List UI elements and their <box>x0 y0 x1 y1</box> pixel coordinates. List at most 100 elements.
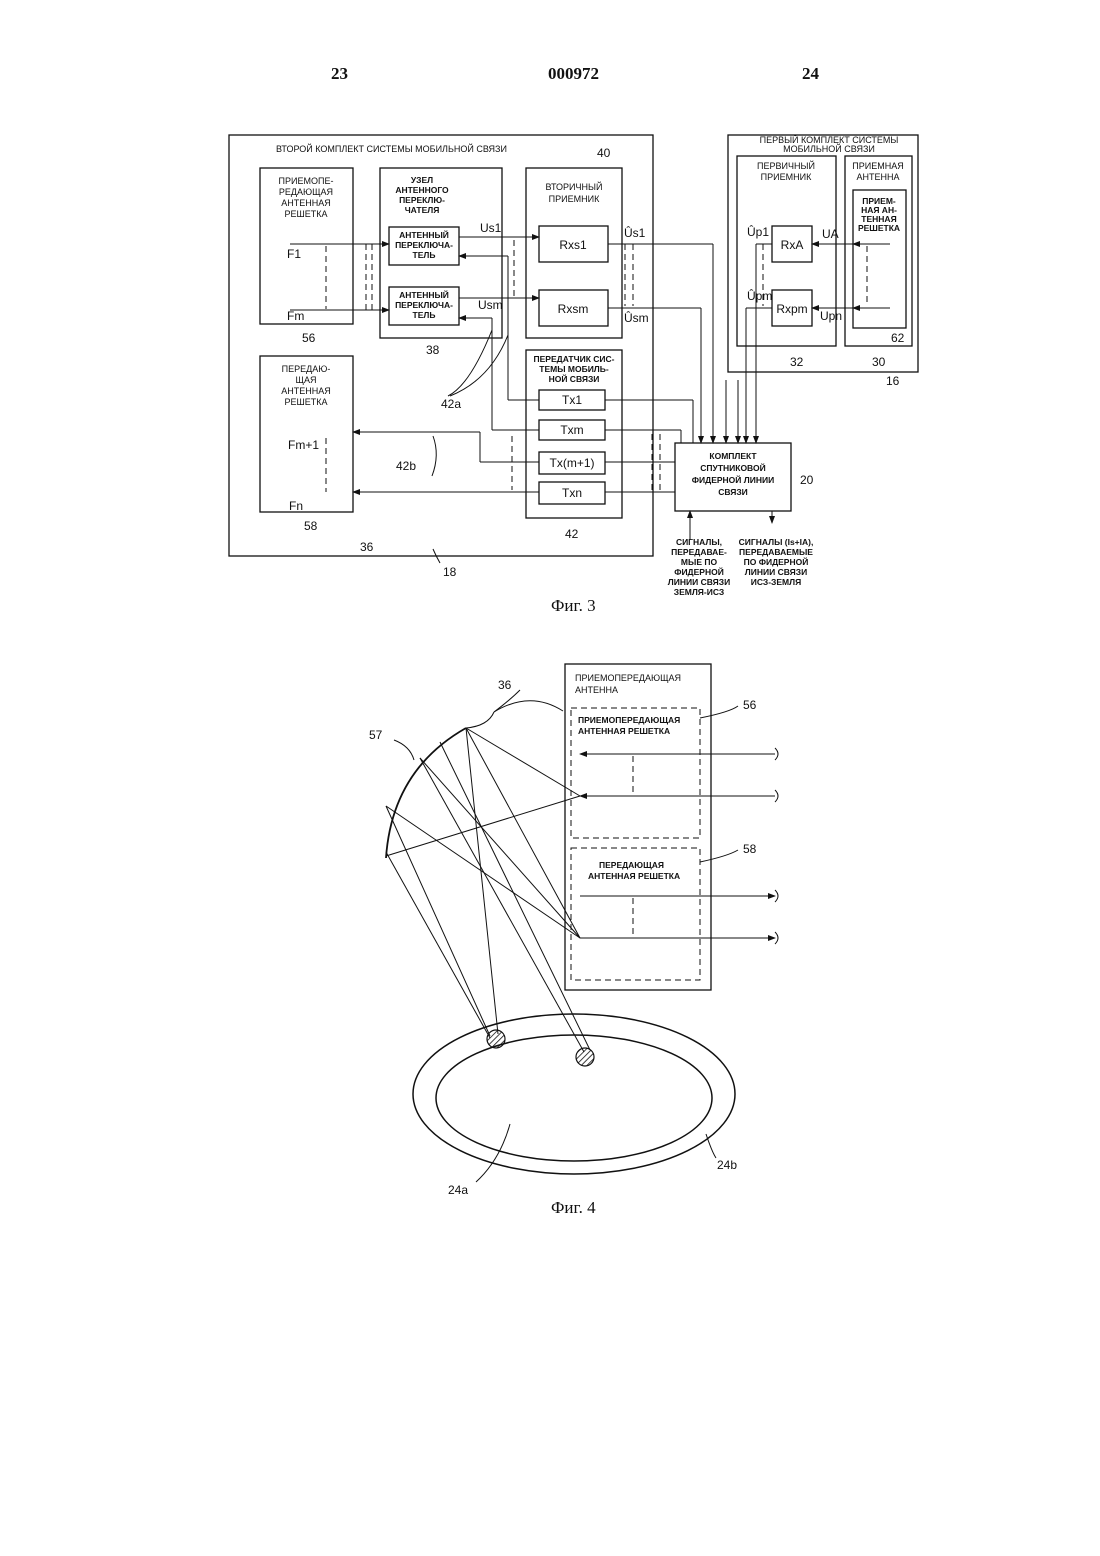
signal-fm: Fm <box>287 309 304 323</box>
transceive-array-label: ПРИЕМОПЕ- РЕДАЮЩАЯ АНТЕННАЯ РЕШЕТКА <box>279 176 334 219</box>
receive-antenna-box <box>845 156 912 346</box>
figure-3: ВТОРОЙ КОМПЛЕКТ СИСТЕМЫ МОБИЛЬНОЙ СВЯЗИ … <box>229 134 918 597</box>
svg-text:ПРИЕМОПЕРЕДАЮЩАЯ: ПРИЕМОПЕРЕДАЮЩАЯ <box>578 715 680 725</box>
svg-text:СИГНАЛЫ (Is+IA),: СИГНАЛЫ (Is+IA), <box>739 537 814 547</box>
svg-text:АНТЕННАЯ РЕШЕТКА: АНТЕННАЯ РЕШЕТКА <box>588 871 680 881</box>
beam-lines <box>386 728 590 1052</box>
svg-text:ЛИНИИ СВЯЗИ: ЛИНИИ СВЯЗИ <box>745 567 807 577</box>
svg-text:ПРИЕМНИК: ПРИЕМНИК <box>761 172 812 182</box>
svg-text:ПЕРЕДАВАЕМЫЕ: ПЕРЕДАВАЕМЫЕ <box>739 547 813 557</box>
beam-spot-1 <box>487 1030 505 1048</box>
fig3-caption: Фиг. 3 <box>551 596 596 616</box>
svg-text:ПРИЕМНИК: ПРИЕМНИК <box>549 194 600 204</box>
svg-text:Txn: Txn <box>562 486 582 500</box>
svg-text:ПЕРЕДАЮ-: ПЕРЕДАЮ- <box>282 364 331 374</box>
svg-text:РЕДАЮЩАЯ: РЕДАЮЩАЯ <box>279 187 333 197</box>
svg-text:ВТОРИЧНЫЙ: ВТОРИЧНЫЙ <box>546 181 603 192</box>
transceive-antenna-box <box>565 664 711 990</box>
svg-text:ФИДЕРНОЙ: ФИДЕРНОЙ <box>674 566 724 577</box>
signal-us1: Us1 <box>480 221 502 235</box>
svg-text:КОМПЛЕКТ: КОМПЛЕКТ <box>709 451 757 461</box>
svg-text:ТЕЛЬ: ТЕЛЬ <box>413 310 436 320</box>
svg-text:Rxpm: Rxpm <box>776 302 807 316</box>
signal-fn: Fn <box>289 499 303 513</box>
ref-42b: 42b <box>396 459 416 473</box>
signal-fm1: Fm+1 <box>288 438 319 452</box>
uplink-signals-note: СИГНАЛЫ, ПЕРЕДАВАЕ- МЫЕ ПО ФИДЕРНОЙ ЛИНИ… <box>668 537 730 597</box>
svg-text:ПРИЕМНАЯ: ПРИЕМНАЯ <box>852 161 903 171</box>
svg-text:ПЕРЕКЛЮЧА-: ПЕРЕКЛЮЧА- <box>395 240 453 250</box>
svg-text:ПЕРЕДАТЧИК СИС-: ПЕРЕДАТЧИК СИС- <box>534 354 615 364</box>
svg-text:Tx(m+1): Tx(m+1) <box>550 456 595 470</box>
signal-upn: Upn <box>820 309 842 323</box>
svg-text:ФИДЕРНОЙ ЛИНИИ: ФИДЕРНОЙ ЛИНИИ <box>692 474 774 485</box>
svg-text:Tx1: Tx1 <box>562 393 582 407</box>
svg-text:ПЕРВИЧНЫЙ: ПЕРВИЧНЫЙ <box>757 160 815 171</box>
ref-24b: 24b <box>717 1158 737 1172</box>
svg-text:ЛИНИИ СВЯЗИ: ЛИНИИ СВЯЗИ <box>668 577 730 587</box>
svg-text:РЕШЕТКА: РЕШЕТКА <box>284 209 327 219</box>
svg-text:ПЕРЕКЛЮ-: ПЕРЕКЛЮ- <box>399 195 445 205</box>
signal-usm: Usm <box>478 298 503 312</box>
svg-text:ЧАТЕЛЯ: ЧАТЕЛЯ <box>405 205 440 215</box>
svg-text:ЩАЯ: ЩАЯ <box>296 375 317 385</box>
transmitter-label: ПЕРЕДАТЧИК СИС- ТЕМЫ МОБИЛЬ- НОЙ СВЯЗИ <box>534 354 615 384</box>
ref-18: 18 <box>443 565 457 579</box>
second-set-title: ВТОРОЙ КОМПЛЕКТ СИСТЕМЫ МОБИЛЬНОЙ СВЯЗИ <box>276 143 507 154</box>
svg-text:ПЕРЕКЛЮЧА-: ПЕРЕКЛЮЧА- <box>395 300 453 310</box>
svg-text:ТЕМЫ МОБИЛЬ-: ТЕМЫ МОБИЛЬ- <box>539 364 609 374</box>
svg-text:СПУТНИКОВОЙ: СПУТНИКОВОЙ <box>700 462 765 473</box>
ref-24a: 24a <box>448 1183 468 1197</box>
signal-upm: Ûpm <box>747 288 772 303</box>
svg-text:ИСЗ-ЗЕМЛЯ: ИСЗ-ЗЕМЛЯ <box>751 577 801 587</box>
ref-38: 38 <box>426 343 440 357</box>
signal-up1: Ûp1 <box>747 224 769 239</box>
reflector-arc <box>386 728 466 858</box>
svg-text:СИГНАЛЫ,: СИГНАЛЫ, <box>676 537 722 547</box>
svg-text:РЕШЕТКА: РЕШЕТКА <box>858 223 900 233</box>
figure-4: ПРИЕМОПЕРЕДАЮЩАЯ АНТЕННА ПРИЕМОПЕРЕДАЮЩА… <box>369 664 778 1197</box>
ref-58: 58 <box>304 519 318 533</box>
svg-text:МОБИЛЬНОЙ СВЯЗИ: МОБИЛЬНОЙ СВЯЗИ <box>783 143 875 154</box>
downlink-signals-note: СИГНАЛЫ (Is+IA), ПЕРЕДАВАЕМЫЕ ПО ФИДЕРНО… <box>739 537 814 587</box>
transmit-array-label: ПЕРЕДАЮ- ЩАЯ АНТЕННАЯ РЕШЕТКА <box>281 364 331 407</box>
svg-text:МЫЕ ПО: МЫЕ ПО <box>681 557 718 567</box>
svg-text:ПЕРЕДАВАЕ-: ПЕРЕДАВАЕ- <box>671 547 727 557</box>
svg-text:АНТЕННА: АНТЕННА <box>856 172 899 182</box>
ref-42a: 42a <box>441 397 461 411</box>
svg-text:АНТЕННЫЙ: АНТЕННЫЙ <box>399 229 449 240</box>
ref-20: 20 <box>800 473 814 487</box>
feeder-link-label: КОМПЛЕКТ СПУТНИКОВОЙ ФИДЕРНОЙ ЛИНИИ СВЯЗ… <box>692 451 774 497</box>
ref-30: 30 <box>872 355 886 369</box>
outer-coverage-zone <box>413 1014 735 1174</box>
ref-56: 56 <box>302 331 316 345</box>
svg-text:АНТЕННЫЙ: АНТЕННЫЙ <box>399 289 449 300</box>
svg-text:Rxsm: Rxsm <box>558 302 589 316</box>
signal-ua: UA <box>822 227 839 241</box>
svg-text:ПРИЕМОПЕРЕДАЮЩАЯ: ПРИЕМОПЕРЕДАЮЩАЯ <box>575 673 681 683</box>
svg-text:АНТЕННОГО: АНТЕННОГО <box>395 185 449 195</box>
beam-spot-2 <box>576 1048 594 1066</box>
svg-text:ТЕЛЬ: ТЕЛЬ <box>413 250 436 260</box>
svg-text:НОЙ СВЯЗИ: НОЙ СВЯЗИ <box>549 373 600 384</box>
svg-text:ПРИЕМОПЕ-: ПРИЕМОПЕ- <box>279 176 334 186</box>
switch-node-label: УЗЕЛ АНТЕННОГО ПЕРЕКЛЮ- ЧАТЕЛЯ <box>395 175 449 215</box>
signal-us1-hat: Ûs1 <box>624 225 646 240</box>
ref-42: 42 <box>565 527 579 541</box>
svg-text:СВЯЗИ: СВЯЗИ <box>718 487 748 497</box>
svg-text:УЗЕЛ: УЗЕЛ <box>411 175 433 185</box>
svg-text:АНТЕННАЯ: АНТЕННАЯ <box>281 386 331 396</box>
inner-coverage-zone <box>436 1035 712 1161</box>
ref-16: 16 <box>886 374 900 388</box>
svg-text:АНТЕННАЯ: АНТЕННАЯ <box>281 198 331 208</box>
svg-text:RxA: RxA <box>781 238 804 252</box>
ref-40: 40 <box>597 146 611 160</box>
fig4-caption: Фиг. 4 <box>551 1198 596 1218</box>
svg-text:АНТЕННАЯ РЕШЕТКА: АНТЕННАЯ РЕШЕТКА <box>578 726 670 736</box>
svg-text:ЗЕМЛЯ-ИСЗ: ЗЕМЛЯ-ИСЗ <box>674 587 724 597</box>
ref-57: 57 <box>369 728 383 742</box>
ref-36: 36 <box>360 540 374 554</box>
ref-36-fig4: 36 <box>498 678 512 692</box>
signal-usm-hat: Ûsm <box>624 310 649 325</box>
ref-62: 62 <box>891 331 905 345</box>
